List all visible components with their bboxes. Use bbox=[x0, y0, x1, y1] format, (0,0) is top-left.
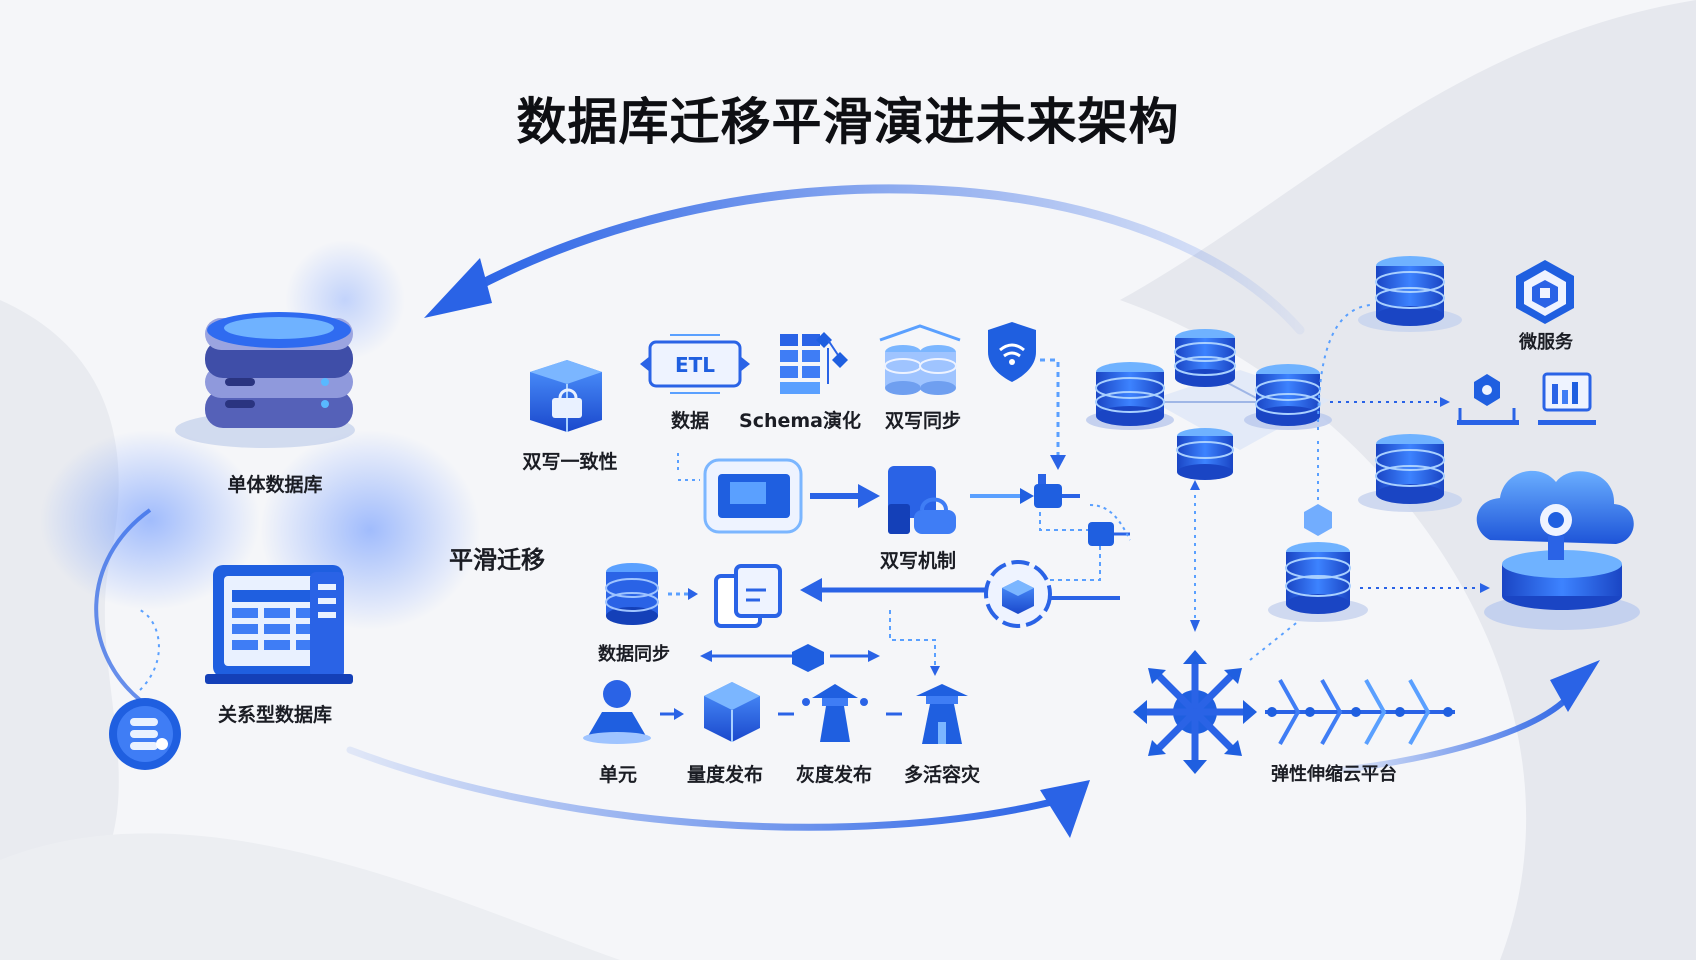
left-loop-arrow bbox=[94, 508, 152, 702]
etl-icon: ETL bbox=[640, 334, 750, 394]
relational-db-icon bbox=[205, 565, 353, 684]
label-gray-release-1: 量度发布 bbox=[686, 764, 764, 786]
label-data-sync: 数据同步 bbox=[598, 644, 670, 665]
service-dashboard-icon bbox=[1538, 372, 1596, 425]
flow-arrows bbox=[94, 184, 1600, 838]
dual-write-arrow bbox=[810, 484, 880, 508]
label-dual-write-mechanism: 双写机制 bbox=[879, 550, 957, 572]
db-node-far-mid bbox=[1358, 434, 1462, 512]
db-node-far-top bbox=[1358, 256, 1462, 332]
elastic-chevrons-icon bbox=[1265, 679, 1455, 745]
label-gray-release-2: 灰度发布 bbox=[795, 764, 873, 786]
label-smooth-migration: 平滑迁移 bbox=[449, 546, 545, 574]
label-data: 数据 bbox=[670, 410, 710, 432]
label-unit: 单元 bbox=[598, 764, 638, 786]
gray-release-pagoda-icon bbox=[802, 684, 902, 742]
db-node-right bbox=[1244, 364, 1332, 430]
page-title: 数据库迁移平滑演进未来架构 bbox=[516, 93, 1180, 151]
label-dual-write-sync: 双写同步 bbox=[884, 410, 962, 432]
multi-active-dr-icon bbox=[916, 684, 968, 744]
sync-hub-icon bbox=[984, 560, 1120, 628]
db-node-left bbox=[1086, 362, 1174, 430]
label-dual-write-consistency: 双写一致性 bbox=[522, 451, 618, 473]
dotted-connectors bbox=[1190, 304, 1490, 661]
db-node-bottom bbox=[1176, 428, 1234, 480]
label-multi-active-dr: 多活容灾 bbox=[903, 764, 981, 786]
dual-write-mechanism-icon bbox=[888, 466, 956, 534]
right-up-arrowhead bbox=[1550, 660, 1600, 712]
migration-box-icon bbox=[677, 450, 803, 534]
monolithic-db-icon bbox=[175, 312, 355, 448]
label-elastic-cloud-platform: 弹性伸缩云平台 bbox=[1271, 764, 1397, 785]
schema-grid-icon bbox=[780, 332, 848, 394]
bottom-forward-arrowhead bbox=[1040, 780, 1090, 838]
label-relational-db: 关系型数据库 bbox=[217, 704, 333, 726]
label-microservices: 微服务 bbox=[1519, 332, 1573, 353]
shield-wifi-icon bbox=[988, 322, 1066, 470]
hub-to-doc-arrow bbox=[800, 578, 985, 602]
service-network-icon bbox=[1457, 374, 1519, 425]
sync-row-icons bbox=[700, 610, 940, 676]
top-return-arrow bbox=[465, 184, 1305, 335]
gray-release-cube-icon bbox=[704, 682, 794, 742]
top-return-arrowhead bbox=[424, 258, 492, 318]
elastic-hub-icon bbox=[1133, 650, 1257, 774]
etl-text: ETL bbox=[675, 353, 715, 377]
unit-icon bbox=[583, 680, 684, 744]
label-monolithic-db: 单体数据库 bbox=[227, 474, 323, 496]
bottom-forward-arrow bbox=[346, 746, 1064, 831]
small-db-badge-icon bbox=[109, 698, 181, 770]
cloud-platform-icon bbox=[1476, 470, 1640, 630]
document-copy-icon bbox=[714, 564, 782, 628]
db-node-lower bbox=[1268, 504, 1368, 622]
db-node-top bbox=[1174, 329, 1236, 387]
data-sync-db-icon bbox=[605, 563, 698, 625]
label-schema-evolution: Schema演化 bbox=[739, 410, 861, 432]
microservices-hex-icon bbox=[1516, 260, 1574, 324]
connector-icons bbox=[970, 474, 1131, 581]
dual-write-cube-icon bbox=[530, 360, 602, 432]
dual-write-sync-icon bbox=[879, 324, 961, 395]
